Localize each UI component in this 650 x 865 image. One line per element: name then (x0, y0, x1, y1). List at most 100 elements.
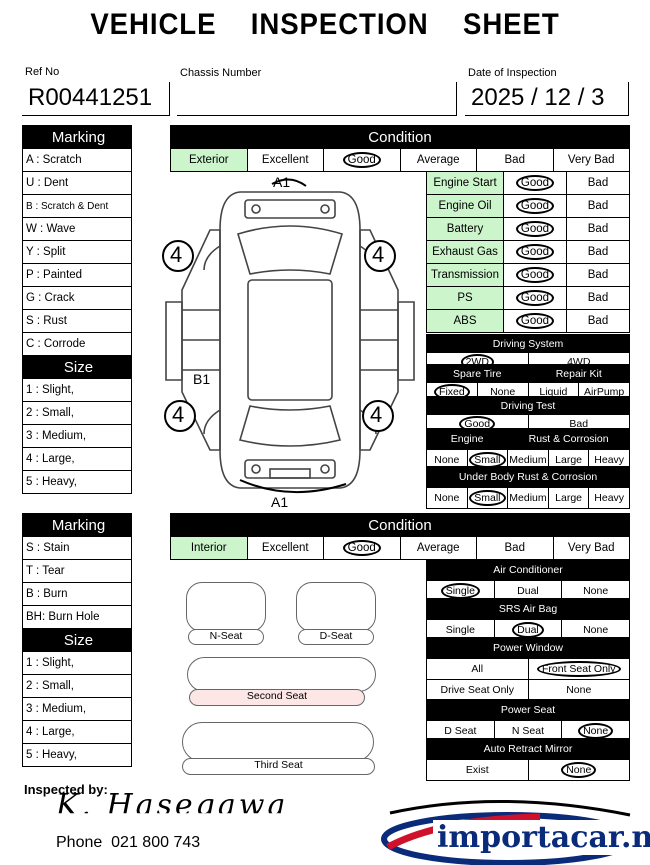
check-bad[interactable]: Bad (566, 286, 630, 310)
underbody-title: Under Body Rust & Corrosion (426, 466, 630, 488)
check-good[interactable]: Good (503, 194, 567, 218)
option-large[interactable]: Large (547, 449, 590, 471)
page-title: VEHICLE INSPECTION SHEET (90, 8, 560, 41)
option-drive-seat-only[interactable]: Drive Seat Only (426, 679, 529, 701)
tire-fr-value: 4 (372, 242, 385, 267)
selected-circle: Small (469, 490, 506, 506)
selected-circle: Single (440, 583, 480, 599)
check-good[interactable]: Good (503, 171, 567, 195)
selected-circle: Good (515, 175, 555, 191)
ref-no-field[interactable]: R00441251 (22, 82, 170, 116)
check-label: ABS (426, 309, 504, 333)
option-heavy[interactable]: Heavy (588, 449, 630, 471)
tire-front-right-mark (364, 240, 396, 272)
option-very-bad[interactable]: Very Bad (552, 148, 630, 172)
n-seat-shape (186, 582, 266, 632)
right-side-outline (359, 229, 399, 451)
condition-title: Condition (170, 125, 630, 149)
date-field[interactable]: 2025 / 12 / 3 (465, 82, 629, 116)
size-item: 5 : Heavy, (22, 470, 132, 494)
option-medium[interactable]: Medium (507, 449, 549, 471)
check-good[interactable]: Good (503, 240, 567, 264)
marking-title: Marking (22, 513, 132, 537)
marking-item: BH: Burn Hole (22, 605, 132, 629)
check-good[interactable]: Good (503, 286, 567, 310)
check-good[interactable]: Good (503, 309, 567, 333)
size-item: 1 : Slight, (22, 378, 132, 402)
option-small[interactable]: Small (466, 487, 509, 509)
option-dual[interactable]: Dual (493, 619, 563, 641)
size-title: Size (22, 628, 132, 652)
option-average[interactable]: Average (399, 536, 477, 560)
marking-item: Y : Split (22, 240, 132, 264)
phone-number: 021 800 743 (111, 834, 201, 851)
tire-fl-value: 4 (170, 242, 183, 267)
phone-label: Phone 021 800 743 (56, 834, 200, 852)
marking-item: P : Painted (22, 263, 132, 287)
marking-item: C : Corrode (22, 332, 132, 356)
condition-title: Condition (170, 513, 630, 537)
marking-item: B : Burn (22, 582, 132, 606)
check-good[interactable]: Good (503, 263, 567, 287)
option-none[interactable]: None (527, 679, 630, 701)
check-good[interactable]: Good (503, 217, 567, 241)
windshield (237, 225, 343, 275)
phone-label-text: Phone (56, 834, 103, 851)
interior-condition-table: Condition Interior Excellent Good Averag… (170, 513, 630, 560)
selected-circle: Dual (512, 622, 544, 638)
check-label: Engine Start (426, 171, 504, 195)
option-excellent[interactable]: Excellent (246, 536, 324, 560)
option-bad[interactable]: Bad (476, 148, 554, 172)
option-none[interactable]: None (426, 487, 468, 509)
tire-rl-value: 4 (172, 402, 185, 427)
marking-item: U : Dent (22, 171, 132, 195)
marking-item: T : Tear (22, 559, 132, 583)
check-label: Transmission (426, 263, 504, 287)
check-bad[interactable]: Bad (566, 240, 630, 264)
option-exist[interactable]: Exist (426, 759, 529, 781)
option-large[interactable]: Large (547, 487, 590, 509)
date-label: Date of Inspection (468, 67, 557, 79)
marking-title: Marking (22, 125, 132, 149)
rust-corrosion-title: Rust & Corrosion (507, 428, 630, 450)
option-front-seat-only[interactable]: Front Seat Only (527, 658, 630, 680)
check-label: PS (426, 286, 504, 310)
check-bad[interactable]: Bad (566, 171, 630, 195)
check-bad[interactable]: Bad (566, 194, 630, 218)
interior-label: Interior (170, 536, 248, 560)
size-title: Size (22, 355, 132, 379)
option-n-seat[interactable]: N Seat (493, 720, 563, 742)
selected-circle: Good (459, 415, 496, 432)
option-good[interactable]: Good (323, 148, 401, 172)
option-none[interactable]: None (426, 449, 468, 471)
exterior-condition-table: Condition Exterior Excellent Good Averag… (170, 125, 630, 172)
d-seat-label: D-Seat (298, 629, 374, 645)
option-average[interactable]: Average (399, 148, 477, 172)
check-bad[interactable]: Bad (566, 309, 630, 333)
chassis-field[interactable] (177, 82, 457, 116)
check-bad[interactable]: Bad (566, 263, 630, 287)
option-good[interactable]: Good (323, 536, 401, 560)
size-item: 4 : Large, (22, 447, 132, 471)
check-bad[interactable]: Bad (566, 217, 630, 241)
option-none[interactable]: None (527, 759, 630, 781)
selected-circle: None (578, 723, 614, 739)
third-seat-label: Third Seat (182, 758, 375, 775)
size-item: 2 : Small, (22, 674, 132, 698)
option-very-bad[interactable]: Very Bad (552, 536, 630, 560)
option-heavy[interactable]: Heavy (588, 487, 630, 509)
option-medium[interactable]: Medium (507, 487, 549, 509)
engine-title: Engine (425, 428, 509, 450)
selected-circle: Good (515, 244, 555, 260)
option-bad[interactable]: Bad (476, 536, 554, 560)
second-seat-label: Second Seat (189, 689, 365, 706)
option-all[interactable]: All (426, 658, 529, 680)
selected-circle: Good (515, 198, 555, 214)
option-excellent[interactable]: Excellent (246, 148, 324, 172)
size-item: 4 : Large, (22, 720, 132, 744)
mark-front: A1 (273, 174, 291, 190)
inspected-by-label: Inspected by: (24, 782, 108, 797)
